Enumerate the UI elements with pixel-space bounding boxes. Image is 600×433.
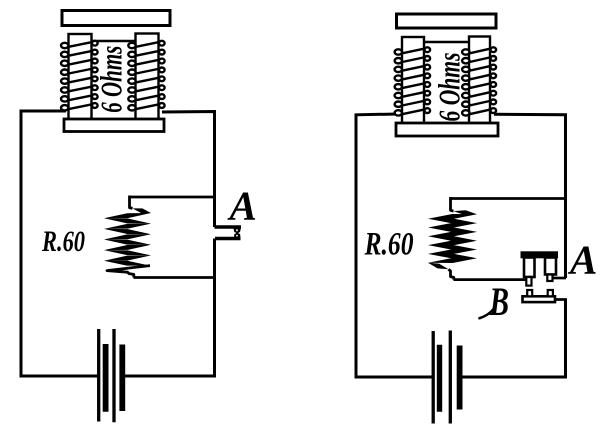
svg-text:R.60: R.60 <box>41 225 85 258</box>
svg-text:R.60: R.60 <box>364 227 414 263</box>
svg-text:A: A <box>227 183 257 229</box>
svg-text:B: B <box>489 279 509 324</box>
svg-text:6 Ohms: 6 Ohms <box>431 53 466 122</box>
svg-text:6 Ohms: 6 Ohms <box>94 46 129 113</box>
svg-text:A: A <box>567 237 597 283</box>
